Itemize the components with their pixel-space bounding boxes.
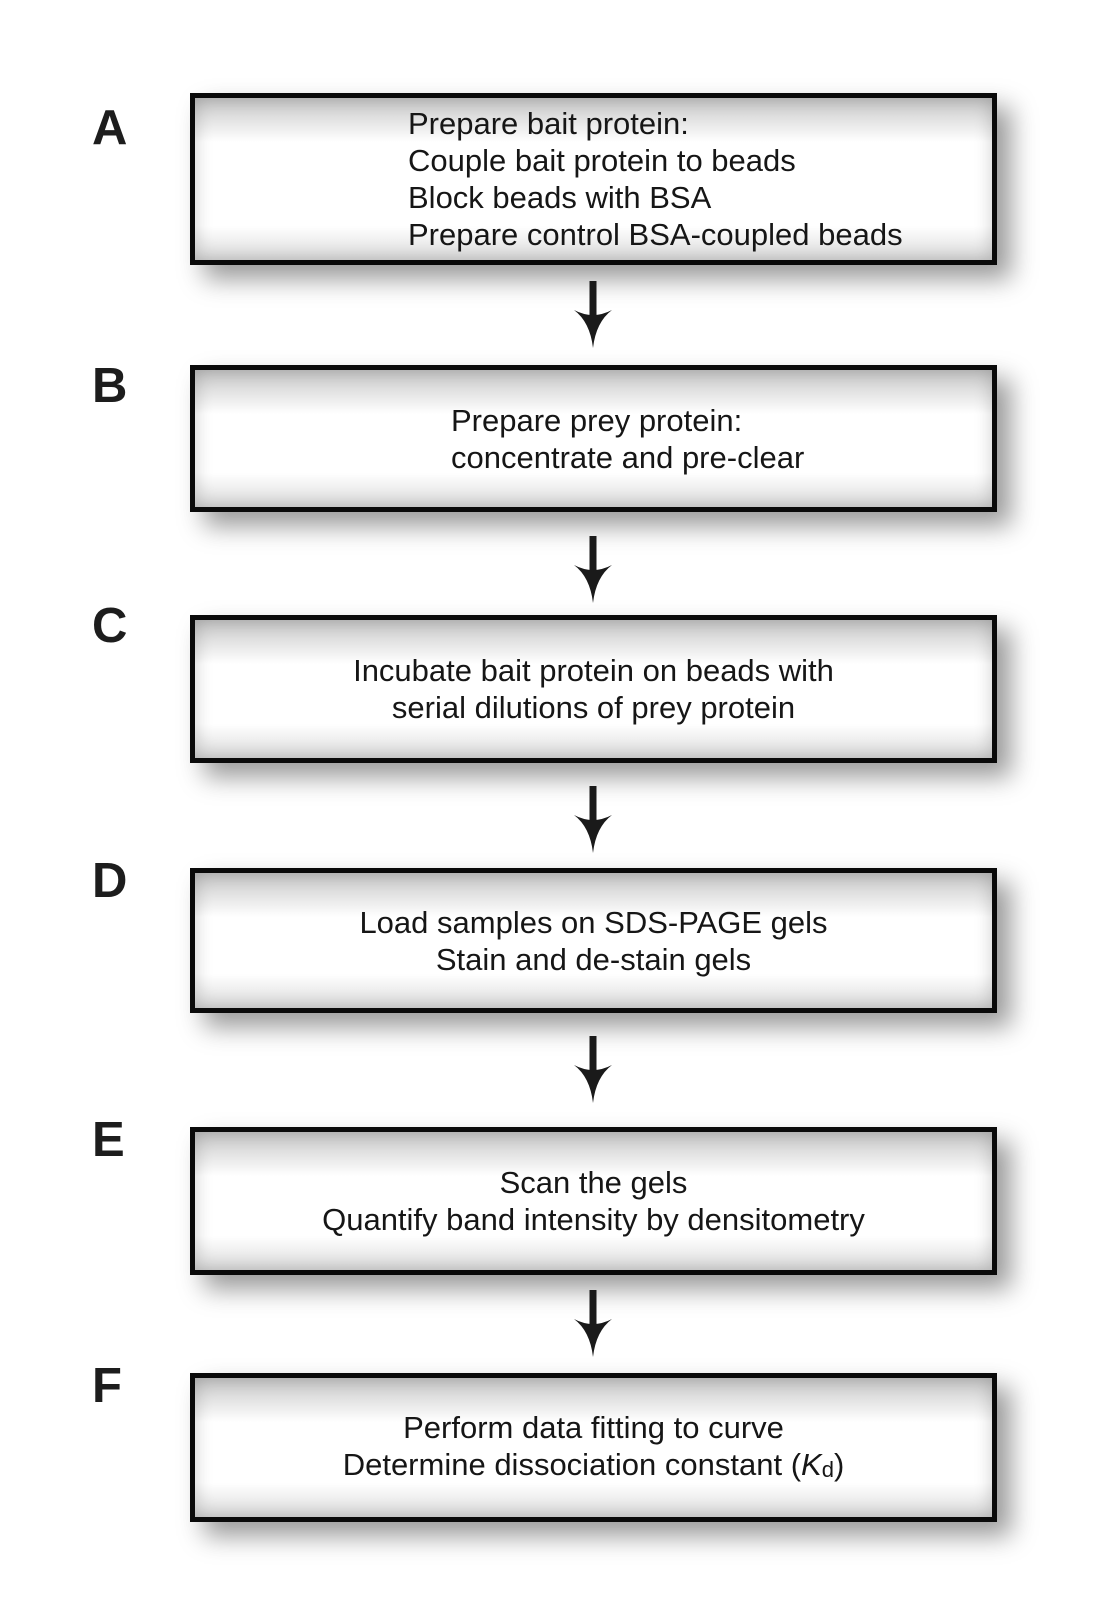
box-text-line: concentrate and pre-clear [451,439,805,475]
step-label-e: E [92,1113,125,1167]
step-label-a: A [92,101,128,155]
step-box-d-text: Load samples on SDS-PAGE gels Stain and … [195,904,992,978]
step-box-f: Perform data fitting to curve Determine … [190,1373,997,1522]
box-text-line: Couple bait protein to beads [408,143,796,178]
step-label-c: C [92,599,128,653]
box-text-line: Quantify band intensity by densitometry [322,1202,865,1237]
box-text-line: serial dilutions of prey protein [391,690,796,725]
down-arrow-icon [574,786,612,853]
box-text-line: Perform data fitting to curve [403,1410,784,1445]
step-label-f: F [92,1359,122,1413]
kd-line-prefix: Determine dissociation constant ( [342,1447,802,1482]
kd-symbol: K [801,1447,822,1482]
kd-line-suffix: ) [833,1447,845,1482]
step-box-f-text: Perform data fitting to curve Determine … [195,1409,992,1486]
box-text-line: Prepare bait protein: [408,106,689,141]
step-label-d: D [92,854,128,908]
box-text-line-kd: Determine dissociation constant (Kd) [195,1446,992,1486]
box-text-line: Block beads with BSA [408,180,712,215]
step-label-b: B [92,359,128,413]
down-arrow-icon [574,1036,612,1103]
step-box-b-text: Prepare prey protein: concentrate and pr… [195,402,992,476]
step-box-a: Prepare bait protein: Couple bait protei… [190,93,997,265]
step-box-c: Incubate bait protein on beads with seri… [190,615,997,763]
step-box-c-text: Incubate bait protein on beads with seri… [195,652,992,726]
step-box-a-text: Prepare bait protein: Couple bait protei… [195,105,992,253]
box-text-line: Prepare prey protein: [451,402,743,438]
box-text-line: Scan the gels [499,1165,688,1200]
step-box-b: Prepare prey protein: concentrate and pr… [190,365,997,512]
box-text-line: Load samples on SDS-PAGE gels [359,904,828,940]
box-text-line: Stain and de-stain gels [435,941,752,977]
down-arrow-icon [574,536,612,603]
down-arrow-icon [574,281,612,348]
step-box-e: Scan the gels Quantify band intensity by… [190,1127,997,1275]
step-box-d: Load samples on SDS-PAGE gels Stain and … [190,868,997,1013]
kd-subscript: d [821,1457,834,1482]
box-text-line: Prepare control BSA-coupled beads [408,217,903,252]
box-text-line: Incubate bait protein on beads with [353,653,834,688]
down-arrow-icon [574,1290,612,1357]
step-box-e-text: Scan the gels Quantify band intensity by… [195,1164,992,1238]
